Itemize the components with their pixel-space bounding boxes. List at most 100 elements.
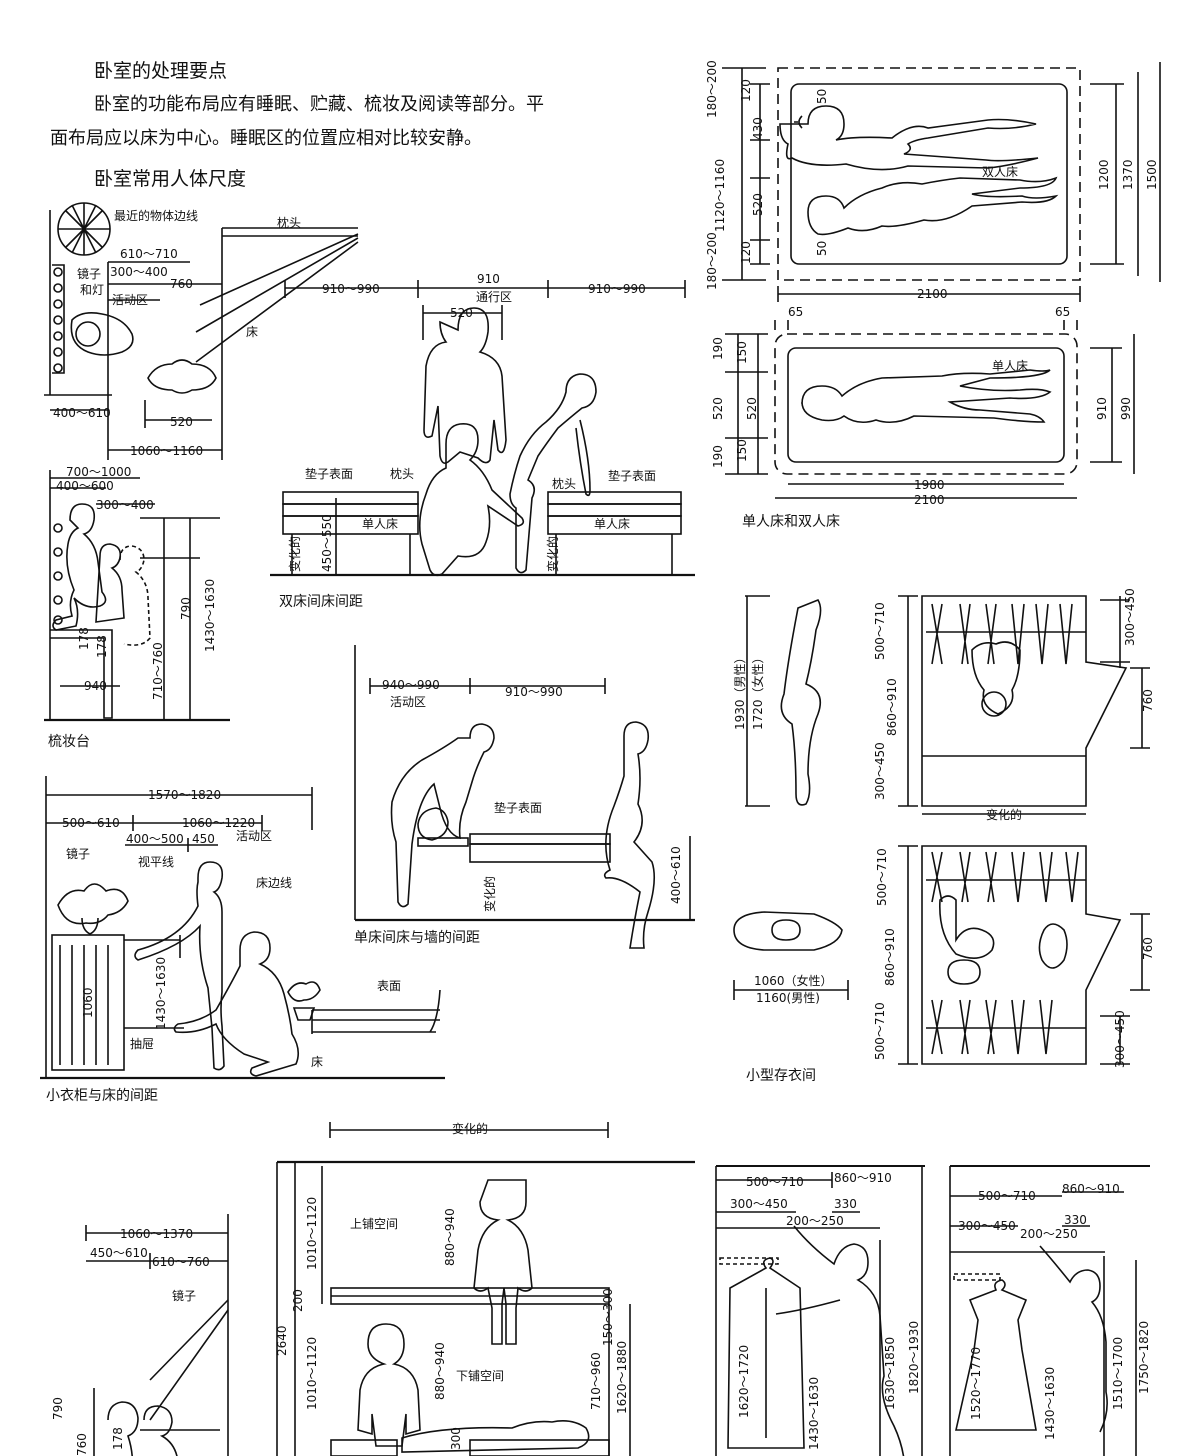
label-mattress-right: 垫子表面 bbox=[608, 468, 656, 483]
dresser-diagram bbox=[44, 470, 230, 722]
dim-w2-300-450: 300～450 bbox=[958, 1219, 1016, 1233]
dim-520-twin: 520 bbox=[450, 306, 473, 320]
label-varies-right: 变化的 bbox=[545, 536, 560, 572]
dim-1430-1630-chest: 1430～1630 bbox=[154, 957, 168, 1030]
dim-760-vanity: 760 bbox=[75, 1433, 89, 1456]
label-bed-edge: 床边线 bbox=[256, 876, 292, 890]
dim-910-beds: 910 bbox=[1095, 397, 1109, 420]
dim-w2-1750-1820: 1750～1820 bbox=[1137, 1321, 1151, 1394]
section-title: 卧室的处理要点 bbox=[94, 60, 228, 82]
label-aisle: 通行区 bbox=[476, 290, 512, 304]
dim-880-940b: 880～940 bbox=[433, 1342, 447, 1400]
dim-1060-1220: 1060～1220 bbox=[182, 816, 255, 830]
dim-860-910a: 860～910 bbox=[885, 678, 899, 736]
dim-860-910b: 860～910 bbox=[883, 928, 897, 986]
bending-person bbox=[509, 373, 597, 574]
wardrobe-diagram-1 bbox=[715, 1165, 925, 1456]
person-plan-top bbox=[147, 359, 217, 394]
dim-w1-500-710: 500～710 bbox=[746, 1175, 804, 1189]
person-plan-closet-2 bbox=[939, 895, 1068, 985]
flower-pot-icon bbox=[287, 981, 321, 1021]
label-single-right: 单人床 bbox=[594, 517, 630, 531]
dim-610-760: 610～760 bbox=[152, 1255, 210, 1269]
caption-closet: 小型存衣间 bbox=[746, 1068, 816, 1084]
dim-1370: 1370 bbox=[1121, 159, 1135, 190]
person-plan-1 bbox=[779, 105, 1039, 171]
dim-940-990: 940～990 bbox=[382, 678, 440, 692]
dim-760: 760 bbox=[170, 277, 193, 291]
dim-2100-bot: 2100 bbox=[914, 493, 945, 507]
dim-w2-1520-1770: 1520～1770 bbox=[969, 1347, 983, 1420]
dim-1120-1160: 1120～1160 bbox=[713, 159, 727, 232]
seated-person-upper bbox=[473, 1179, 533, 1345]
dim-300-450a: 300～450 bbox=[873, 742, 887, 800]
dim-300-400-dresser: 300～400 bbox=[96, 498, 154, 512]
dim-520-beds: 520 bbox=[751, 193, 765, 216]
dim-910: 910 bbox=[477, 272, 500, 286]
caption-bed-wall: 单床间床与墙的间距 bbox=[354, 930, 480, 946]
dim-178a: 178 bbox=[77, 627, 91, 650]
intro-paragraph: 卧室的功能布局应有睡眠、贮藏、梳妆及阅读等部分。平 面布局应以床为中心。睡眠区的… bbox=[50, 88, 680, 156]
dim-190a: 190 bbox=[711, 337, 725, 360]
dim-180-200-top: 180～200 bbox=[705, 60, 719, 118]
caption-twin-beds: 双床间床间距 bbox=[279, 594, 363, 610]
label-bed-chest: 床 bbox=[311, 1055, 323, 1069]
label-bed: 床 bbox=[246, 325, 258, 339]
seated-person-side bbox=[52, 503, 107, 631]
dim-50b: 50 bbox=[815, 241, 829, 256]
dim-w2-860-910: 860～910 bbox=[1062, 1182, 1120, 1196]
dim-400-500: 400～500 bbox=[126, 832, 184, 846]
dim-w1-330: 330 bbox=[834, 1197, 857, 1211]
label-activity-wall: 活动区 bbox=[390, 695, 426, 709]
label-mirror: 镜子 bbox=[77, 266, 101, 281]
seated-person-plan bbox=[70, 312, 134, 356]
dim-500-610: 500～610 bbox=[62, 816, 120, 830]
dim-990: 990 bbox=[1119, 397, 1133, 420]
flower-vase-icon bbox=[57, 883, 129, 935]
dim-200-bunk: 200 bbox=[291, 1289, 305, 1312]
dim-height-male: 1930（男性） bbox=[733, 651, 747, 730]
caption-beds: 单人床和双人床 bbox=[742, 514, 840, 530]
dim-1430-1630: 1430～1630 bbox=[203, 579, 217, 652]
dim-910-990-wall: 910～990 bbox=[505, 685, 563, 699]
reaching-person-1 bbox=[775, 1225, 905, 1456]
label-mattress-wall: 垫子表面 bbox=[494, 800, 542, 815]
dim-400-600: 400～600 bbox=[56, 479, 114, 493]
dim-120a: 120 bbox=[739, 79, 753, 102]
label-sightline: 视平线 bbox=[138, 854, 174, 869]
dim-520b: 520 bbox=[711, 397, 725, 420]
label-mattress-left: 垫子表面 bbox=[305, 466, 353, 481]
dim-150a: 150 bbox=[735, 341, 749, 364]
dim-910-990-left: 910～990 bbox=[322, 282, 380, 296]
dim-790: 790 bbox=[179, 597, 193, 620]
bedside-plan-diagram bbox=[44, 202, 359, 460]
dim-w1-200-250: 200～250 bbox=[786, 1214, 844, 1228]
dim-65b: 65 bbox=[1055, 305, 1070, 319]
dim-1060-female: 1060（女性） bbox=[754, 973, 833, 988]
label-pillow: 枕头 bbox=[277, 215, 301, 230]
label-activity: 活动区 bbox=[112, 293, 148, 307]
dim-w1-860-910: 860～910 bbox=[834, 1171, 892, 1185]
bunk-bed-diagram bbox=[276, 1160, 695, 1456]
label-varies-left: 变化的 bbox=[287, 536, 302, 572]
dim-760b: 760 bbox=[1141, 937, 1155, 960]
single-bed-plan bbox=[725, 320, 1135, 499]
caption-dresser: 梳妆台 bbox=[48, 734, 90, 750]
seated-person-vanity bbox=[107, 1401, 178, 1456]
closet-diagram bbox=[733, 595, 1150, 1065]
dim-790-vanity: 790 bbox=[51, 1397, 65, 1420]
dim-150-300: 150～300 bbox=[601, 1288, 615, 1346]
dim-610-710: 610～710 bbox=[120, 247, 178, 261]
dim-w2-500-710: 500～710 bbox=[978, 1189, 1036, 1203]
dim-1060-1370: 1060～1370 bbox=[120, 1227, 193, 1241]
dim-1060-1160: 1060～1160 bbox=[130, 444, 203, 458]
dim-300-450c: 300～450 bbox=[1113, 1010, 1127, 1068]
dim-height-female: 1720（女性） bbox=[750, 651, 765, 730]
label-varies-closet: 变化的 bbox=[986, 807, 1022, 822]
intro-line-1: 卧室的功能布局应有睡眠、贮藏、梳妆及阅读等部分。平 bbox=[94, 94, 544, 115]
dim-710-960: 710～960 bbox=[589, 1352, 603, 1410]
dim-1500: 1500 bbox=[1145, 159, 1159, 190]
dim-500-710b: 500～710 bbox=[875, 848, 889, 906]
label-activity-chest: 活动区 bbox=[236, 829, 272, 843]
dim-w1-1430-1630: 1430～1630 bbox=[807, 1377, 821, 1450]
